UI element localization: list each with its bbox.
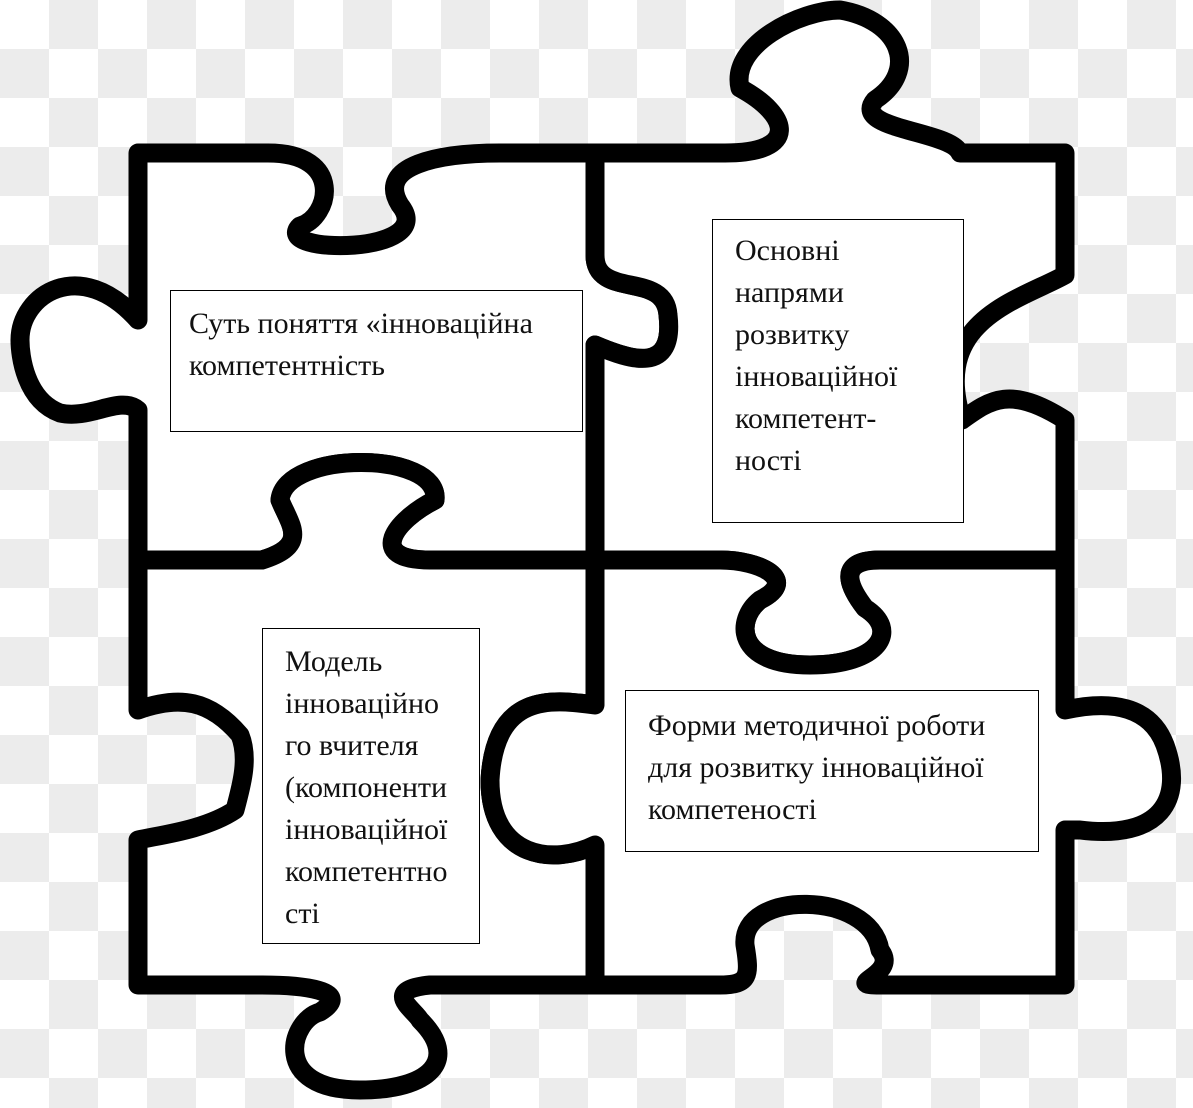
piece-label-bottom-right: Форми методичної роботи для розвитку інн… <box>625 690 1039 852</box>
piece-label-top-left: Суть поняття «інноваційна компетентність <box>170 290 583 432</box>
piece-label-top-right: Основні напрями розвитку інноваційної ко… <box>712 219 964 523</box>
piece-label-bottom-left: Модель інноваційно го вчителя (компонент… <box>262 628 480 944</box>
